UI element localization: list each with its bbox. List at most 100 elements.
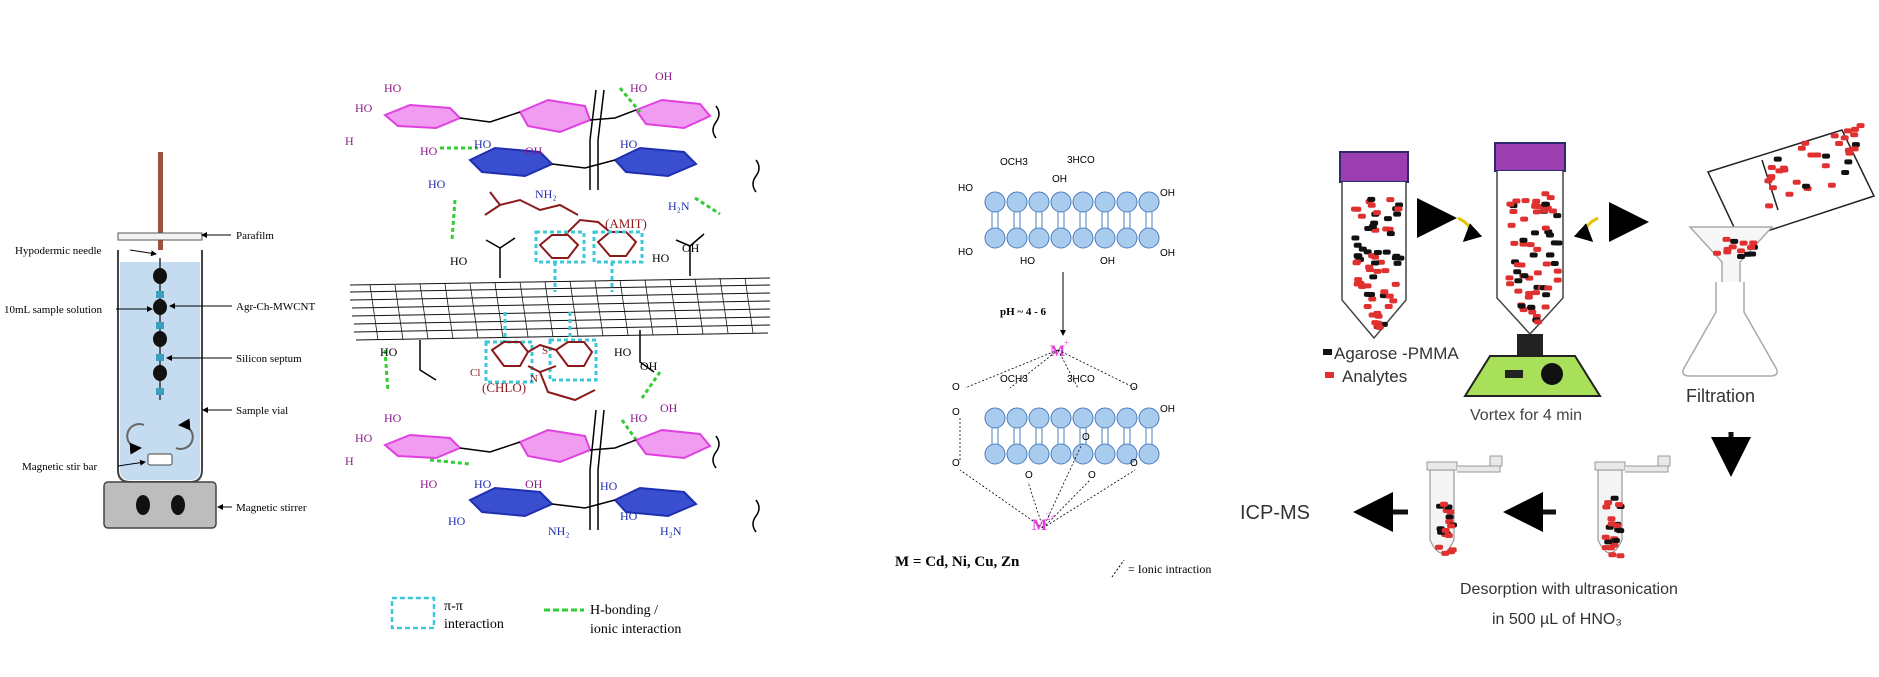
label-ho: HO	[448, 514, 466, 528]
polymer-bead	[1116, 227, 1138, 249]
particle	[1393, 260, 1402, 266]
septum-piece	[156, 354, 164, 361]
label-o: O	[1130, 458, 1138, 469]
particle	[1525, 291, 1534, 297]
label-ho: HO	[600, 479, 618, 493]
particle	[1541, 201, 1550, 207]
polymer-bead	[1028, 407, 1050, 429]
particle	[1509, 208, 1518, 214]
label-o: O	[1088, 470, 1096, 481]
polymer-bead	[1028, 227, 1050, 249]
label-needle: Hypodermic needle	[15, 245, 102, 257]
particle	[1392, 253, 1401, 259]
label-ionic-note: = Ionic intraction	[1128, 562, 1211, 576]
label-oh: OH	[1100, 256, 1115, 267]
particle	[1830, 133, 1839, 139]
legend-analytes: Analytes	[1342, 367, 1407, 386]
stir-bar	[147, 453, 173, 466]
bead-layer-top	[984, 191, 1160, 249]
stir-arrow-icon	[126, 423, 145, 455]
particle	[1527, 304, 1536, 310]
particle	[1544, 285, 1553, 291]
particle	[1606, 545, 1615, 551]
particle	[1369, 274, 1378, 280]
polymer-bead	[1072, 443, 1094, 465]
label-cooh-ho: HO	[652, 251, 670, 265]
label-s: S	[542, 345, 548, 357]
label-ho: HO	[1020, 256, 1035, 267]
particle	[1616, 553, 1625, 559]
particle	[1371, 260, 1380, 266]
stirrer-knob	[171, 495, 185, 515]
particle	[1532, 198, 1541, 204]
label-oh: OH	[1160, 188, 1175, 199]
particle	[1723, 249, 1732, 255]
particle	[1529, 252, 1538, 258]
particle	[1821, 163, 1830, 169]
particle	[1354, 277, 1363, 283]
ionic-bond-lines	[959, 349, 1136, 529]
panel-metal-binding: OCH3 3HCO HO OH OH HO HO OH OH OCH3 3HCO…	[895, 155, 1211, 578]
particle	[1607, 516, 1616, 522]
particle	[1843, 128, 1852, 134]
label-h2n: H₂N	[660, 524, 682, 538]
chain-continuation-icon	[712, 105, 720, 139]
polymer-bead	[1050, 443, 1072, 465]
legend-sorbent: Agarose -PMMA	[1334, 344, 1459, 363]
particle	[1357, 213, 1366, 219]
particle	[1827, 182, 1836, 188]
label-metal-top: M	[1050, 343, 1065, 360]
particle	[1394, 206, 1403, 212]
polymer-bead	[984, 407, 1006, 429]
particle	[1374, 313, 1383, 319]
label-ho: HO	[355, 101, 373, 115]
particle	[1351, 235, 1360, 241]
particle	[1548, 208, 1557, 214]
septum-piece	[156, 388, 164, 395]
particle	[1441, 528, 1450, 534]
legend-pi-swatch	[390, 596, 436, 630]
particle	[1850, 132, 1859, 138]
panel-extraction-setup: Parafilm Hypodermic needle 10mL sample s…	[4, 152, 315, 529]
polymer-bead	[1050, 191, 1072, 213]
particle	[1373, 268, 1382, 274]
particle	[1542, 261, 1551, 267]
vortex-base	[1463, 355, 1602, 397]
legend-pi-line2: interaction	[444, 617, 504, 632]
particle	[1797, 145, 1806, 151]
particle	[1517, 303, 1526, 309]
particle	[1520, 216, 1529, 222]
legend-hb-line1: H-bonding /	[590, 603, 658, 618]
label-septum: Silicon septum	[236, 353, 302, 365]
label-o: O	[952, 458, 960, 469]
label-o: O	[1082, 432, 1090, 443]
particle	[1386, 197, 1395, 203]
particle	[1506, 281, 1515, 287]
particle	[1358, 283, 1367, 289]
vortex-head	[1517, 334, 1543, 356]
particle	[1765, 203, 1774, 209]
bead-layer-bottom	[984, 407, 1160, 465]
legend-sorbent-swatch	[1323, 349, 1332, 355]
particle	[1801, 140, 1810, 146]
label-metal-bottom: M	[1032, 517, 1047, 534]
label-h: H	[345, 454, 354, 468]
particle	[1802, 183, 1811, 189]
polymer-bead	[1050, 407, 1072, 429]
label-cooh-ho: HO	[614, 345, 632, 359]
label-ho: HO	[620, 509, 638, 523]
label-ho: HO	[420, 477, 438, 491]
filter-funnel	[1688, 226, 1774, 291]
polymer-bead	[1072, 191, 1094, 213]
tube-1-particles	[1351, 196, 1405, 330]
particle	[1363, 303, 1372, 309]
particle	[1364, 225, 1373, 231]
mwcnt-sheet	[349, 277, 771, 341]
particle	[1610, 495, 1619, 501]
label-h2n: H₂N	[668, 199, 690, 213]
stirrer-knob	[136, 495, 150, 515]
particle	[1528, 309, 1537, 315]
particle	[1353, 253, 1362, 259]
label-oh: OH	[525, 477, 543, 491]
label-vortex: Vortex for 4 min	[1470, 407, 1582, 424]
